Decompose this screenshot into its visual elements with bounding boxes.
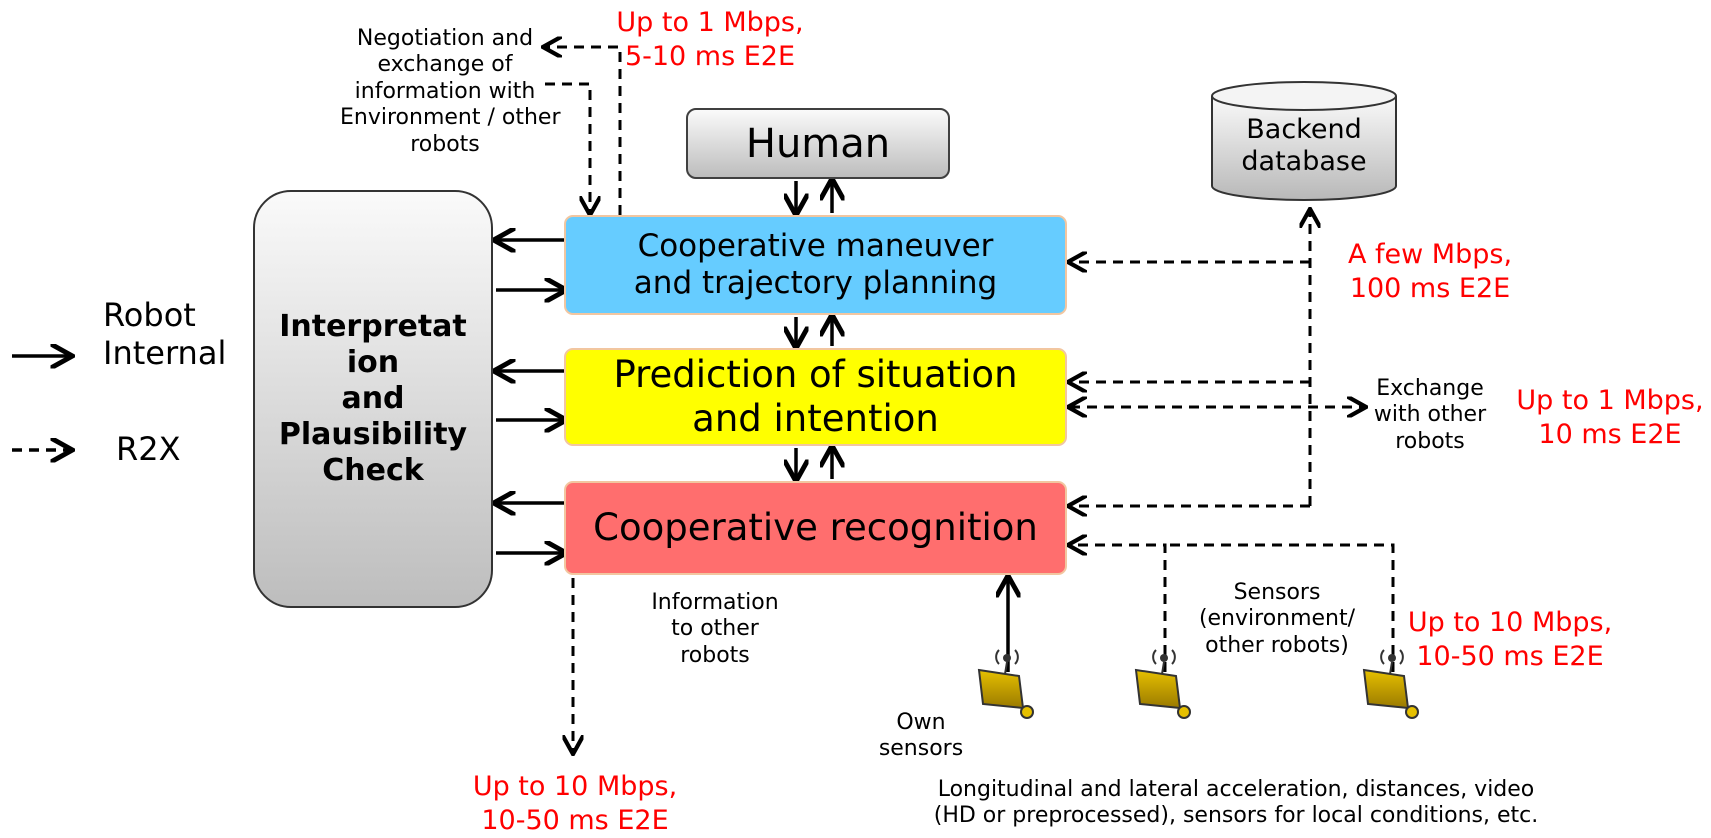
human-label: Human [745,120,891,167]
interpretation-label: Interpretat ion and Plausibility Check [278,309,468,488]
requirement-bottom: Up to 10 Mbps, 10-50 ms E2E [472,771,678,836]
own-sensors-label: Own sensors [878,710,964,762]
cooperative-recognition-box: Cooperative recognition [564,481,1067,575]
negotiation-label: Negotiation and exchange of information … [340,26,561,157]
internal-arrows [496,181,1008,672]
requirement-backend: A few Mbps, 100 ms E2E [1347,239,1513,304]
requirement-sensors: Up to 10 Mbps, 10-50 ms E2E [1407,607,1613,672]
sensor-details-label: Longitudinal and lateral acceleration, d… [933,777,1539,829]
backend-database-label: Backend database [1241,114,1367,178]
human-box: Human [686,108,950,179]
info-to-robots-label: Information to other robots [651,590,779,668]
sensor-icon [1134,649,1191,719]
prediction-label: Prediction of situation and intention [613,352,1018,440]
sensor-icon [1362,649,1419,719]
cooperative-recognition-label: Cooperative recognition [593,505,1038,549]
sensor-icon [977,649,1034,719]
exchange-robots-label: Exchange with other robots [1373,376,1487,454]
sensors-environment-label: Sensors (environment/ other robots) [1198,580,1356,658]
prediction-box: Prediction of situation and intention [564,348,1067,446]
requirement-exchange: Up to 1 Mbps, 10 ms E2E [1516,385,1704,450]
cooperative-maneuver-label: Cooperative maneuver and trajectory plan… [633,227,998,301]
cooperative-maneuver-box: Cooperative maneuver and trajectory plan… [564,215,1067,315]
requirement-top: Up to 1 Mbps, 5-10 ms E2E [616,7,804,72]
r2x-arrows [545,47,1395,752]
interpretation-box: Interpretat ion and Plausibility Check [253,190,493,608]
backend-database-cylinder [1211,81,1397,201]
legend-internal-label: Robot Internal [103,296,227,373]
legend-r2x-label: R2X [116,430,181,468]
